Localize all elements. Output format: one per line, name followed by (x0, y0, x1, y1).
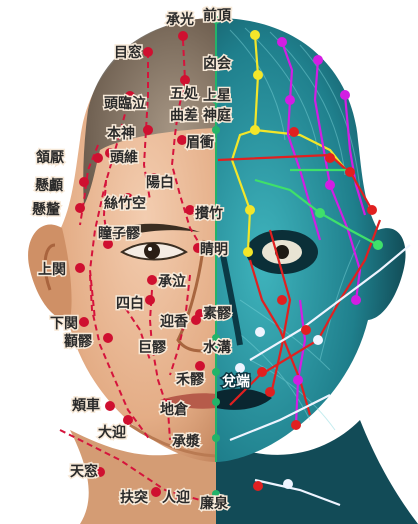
label-wuchu: 五処 (170, 85, 199, 102)
label-jiache: 頬車 (72, 397, 100, 414)
point-shangguan (75, 263, 85, 273)
label-chengqi: 承泣 (158, 273, 186, 290)
label-sizhukong: 絲竹空 (104, 195, 146, 212)
label-tianchuang: 天窓 (70, 463, 98, 480)
point-xuanlu (79, 177, 89, 187)
label-midline-top: 前頂 (203, 7, 232, 24)
label-lianquan: 廉泉 (200, 495, 229, 512)
label-futu: 扶突 (120, 489, 148, 506)
label-toulinqi: 頭臨泣 (104, 95, 146, 112)
label-hanyan: 頷厭 (35, 149, 64, 166)
point-wuchu (180, 75, 190, 85)
label-baihui: 囟会 (203, 55, 232, 72)
label-shuigou: 水溝 (203, 339, 231, 356)
label-daying: 大迎 (98, 424, 126, 441)
label-xiaguan: 下関 (50, 316, 78, 332)
label-heliao: 禾髎 (176, 371, 205, 388)
label-qucha: 曲差 (170, 107, 198, 124)
point-heliao (195, 361, 205, 371)
muscle-half (216, 18, 418, 524)
label-shenting: 神庭 (203, 107, 232, 124)
label-xuanli: 懸釐 (32, 201, 60, 218)
label-xuanlu: 懸顱 (35, 177, 64, 194)
label-duiduan: 兌端 (222, 373, 250, 390)
label-cuanzhu: 攅竹 (195, 205, 223, 222)
label-chengguang: 承光 (166, 11, 194, 28)
label-yangbai: 陽白 (146, 174, 174, 191)
label-suliao: 素髎 (203, 305, 232, 322)
label-juliao: 巨髎 (138, 339, 167, 356)
point-hanyan (93, 153, 103, 163)
label-yingxiang: 迎香 (160, 313, 189, 330)
label-renying: 人迎 (162, 489, 190, 506)
point-xuanli (75, 203, 85, 213)
label-shangguan: 上関 (38, 262, 66, 278)
point-muchuang (143, 47, 153, 57)
label-tongziliao: 瞳子髎 (98, 225, 141, 242)
label-benshen: 本神 (107, 125, 135, 142)
label-jingming: 睛明 (200, 241, 228, 258)
point-yingxiang (191, 315, 201, 325)
label-muchuang: 目窓 (114, 44, 142, 61)
point-benshen (143, 125, 153, 135)
point-sibai (145, 295, 155, 305)
label-dicang: 地倉 (160, 401, 189, 418)
point-xiaguan (79, 317, 89, 327)
label-quanliao: 顴髎 (64, 333, 93, 350)
label-meichong: 眉衝 (186, 134, 214, 151)
label-sibai: 四白 (116, 295, 144, 312)
point-quanliao (103, 333, 113, 343)
point-daying (123, 415, 133, 425)
label-touwei: 頭維 (110, 149, 138, 166)
point-cuanzhu (185, 205, 195, 215)
label-shangxing: 上星 (203, 88, 231, 104)
point-chengqi (147, 275, 157, 285)
point-jiache (105, 401, 115, 411)
point-chengguang (178, 31, 188, 41)
label-chengjiang: 承漿 (172, 433, 201, 450)
point-futu (151, 487, 161, 497)
